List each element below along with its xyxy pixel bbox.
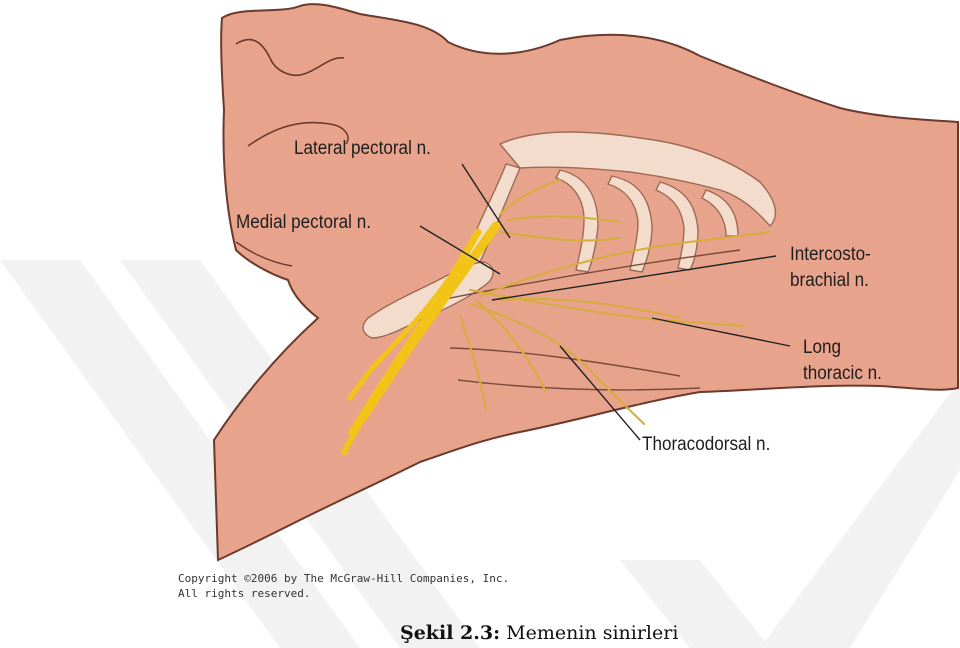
label-intercostobrachial-line2: brachial n. (790, 270, 869, 292)
label-long-thoracic-line2: thoracic n. (803, 363, 882, 385)
copyright-line1: Copyright ©2006 by The McGraw-Hill Compa… (178, 571, 509, 586)
copyright-line2: All rights reserved. (178, 586, 509, 601)
figure-caption: Şekil 2.3: Memenin sinirleri (400, 622, 678, 644)
caption-text: Memenin sinirleri (506, 622, 678, 644)
label-medial-pectoral: Medial pectoral n. (236, 212, 371, 234)
copyright-notice: Copyright ©2006 by The McGraw-Hill Compa… (178, 571, 509, 601)
caption-number: Şekil 2.3: (400, 622, 500, 644)
label-thoracodorsal: Thoracodorsal n. (642, 434, 770, 456)
label-long-thoracic-line1: Long (803, 337, 841, 359)
label-lateral-pectoral: Lateral pectoral n. (294, 138, 431, 160)
label-intercostobrachial-line1: Intercosto- (790, 244, 871, 266)
